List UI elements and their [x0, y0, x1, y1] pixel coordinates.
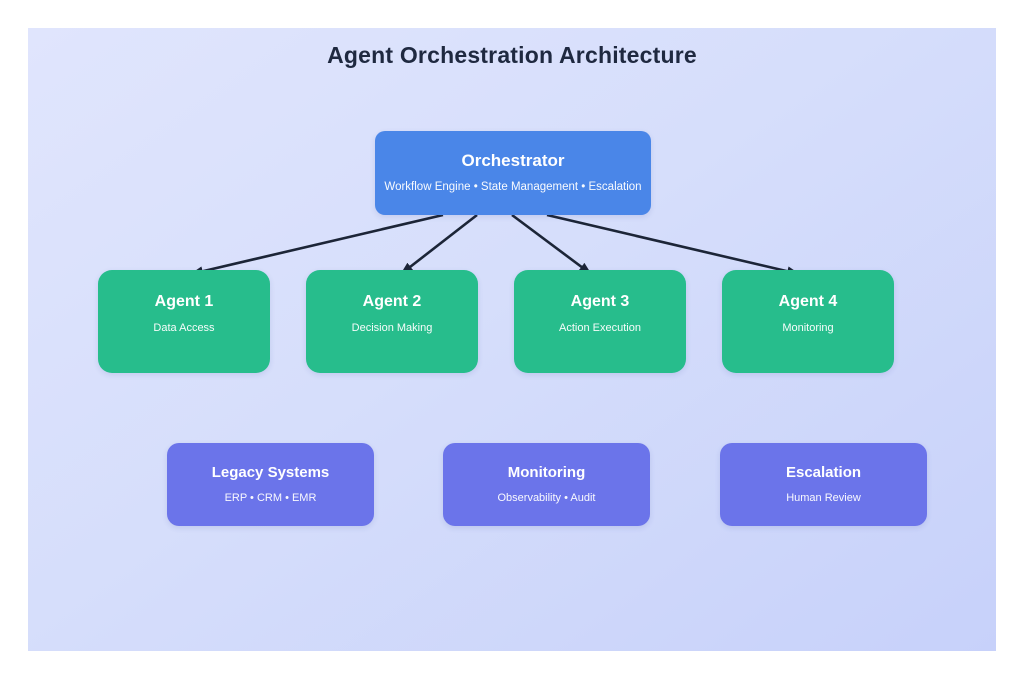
agent-2-title: Agent 2 — [362, 293, 422, 310]
agent-4-title: Agent 4 — [778, 293, 838, 310]
external-legacy-systems-node: Legacy Systems ERP • CRM • EMR — [167, 443, 374, 526]
arrow-orchestrator-to-agent-4 — [546, 213, 800, 277]
diagram-title: Agent Orchestration Architecture — [327, 42, 697, 68]
agent-3-subtitle: Action Execution — [559, 322, 641, 335]
arrow-orchestrator-to-agent-3 — [511, 213, 592, 276]
external-monitoring-node: Monitoring Observability • Audit — [443, 443, 650, 526]
agent-3-title: Agent 3 — [570, 293, 630, 310]
agent-3-node: Agent 3 Action Execution — [514, 270, 686, 373]
agent-4-node: Agent 4 Monitoring — [722, 270, 894, 373]
orchestrator-title: Orchestrator — [461, 150, 565, 170]
arrow-orchestrator-to-agent-2 — [400, 213, 478, 276]
external-legacy-systems-title: Legacy Systems — [211, 463, 330, 481]
external-escalation-subtitle: Human Review — [786, 491, 861, 504]
agent-1-title: Agent 1 — [154, 293, 214, 310]
arrow-orchestrator-to-agent-1 — [190, 213, 444, 277]
external-legacy-systems-subtitle: ERP • CRM • EMR — [224, 491, 317, 504]
external-escalation-title: Escalation — [785, 463, 862, 481]
agent-2-node: Agent 2 Decision Making — [306, 270, 478, 373]
diagram-canvas: Agent Orchestration Architecture Orchest… — [28, 28, 996, 651]
orchestrator-subtitle: Workflow Engine • State Management • Esc… — [384, 181, 642, 194]
agent-4-subtitle: Monitoring — [782, 322, 834, 335]
agent-2-subtitle: Decision Making — [351, 322, 433, 335]
external-escalation-node: Escalation Human Review — [720, 443, 927, 526]
agent-1-node: Agent 1 Data Access — [98, 270, 270, 373]
agent-1-subtitle: Data Access — [153, 322, 215, 335]
external-monitoring-title: Monitoring — [507, 463, 586, 481]
external-monitoring-subtitle: Observability • Audit — [497, 491, 596, 504]
orchestrator-node: Orchestrator Workflow Engine • State Man… — [375, 131, 651, 215]
